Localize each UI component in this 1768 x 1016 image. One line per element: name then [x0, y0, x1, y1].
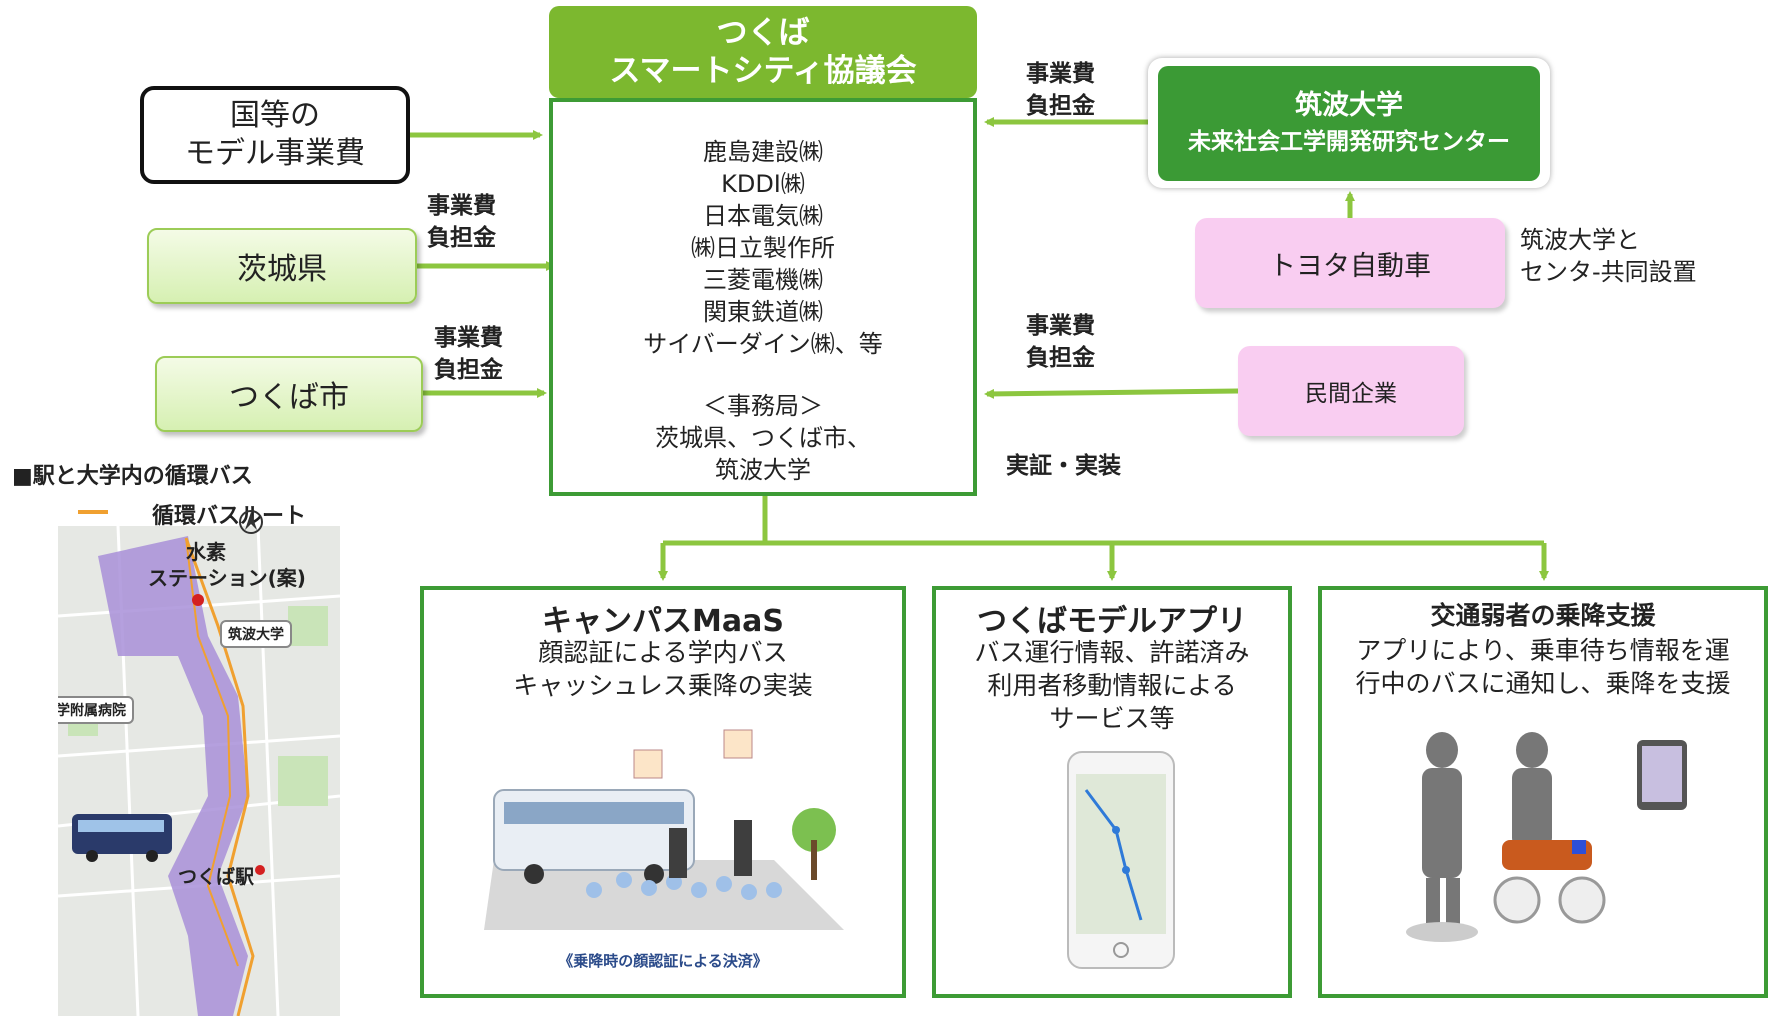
toyota-note: 筑波大学と センタ-共同設置 — [1520, 224, 1760, 288]
council-title-line2: スマートシティ協議会 — [609, 53, 917, 89]
app-line1: バス運行情報、許諾済み — [974, 638, 1250, 667]
map-legend-label: 循環バスルート — [152, 504, 307, 529]
assist-line2: 行中のバスに通知し、乗降を支援 — [1355, 669, 1731, 698]
member-item: サイバーダイン㈱、等 — [643, 330, 883, 358]
assist-line1: アプリにより、乗車待ち情報を運 — [1356, 636, 1730, 665]
funding-label-tsukuba: 事業費 負担金 — [434, 322, 503, 386]
secretariat-line1: 茨城県、つくば市、 — [655, 424, 871, 452]
funding-label-line1: 事業費 — [1026, 313, 1095, 339]
north-icon — [239, 510, 263, 534]
member-item: 三菱電機㈱ — [703, 266, 823, 294]
map-label-station: 水素 — [176, 540, 236, 564]
member-item: 鹿島建設㈱ — [703, 138, 823, 166]
map-label-station-line1: 水素 — [186, 540, 226, 564]
funding-label-ibaraki: 事業費 負担金 — [427, 190, 496, 254]
mobility-device-illustration — [1406, 732, 1687, 942]
private-company-box: 民間企業 — [1238, 346, 1464, 436]
arrow-private — [984, 388, 1239, 399]
branch-line — [762, 496, 1544, 546]
toyota-box: トヨタ自動車 — [1195, 218, 1505, 308]
ibaraki-label: 茨城県 — [237, 252, 327, 287]
tsukuba-city-box: つくば市 — [155, 356, 423, 432]
assist-title: 交通弱者の乗降支援 — [1430, 601, 1656, 630]
member-item: ㈱日立製作所 — [691, 234, 835, 262]
member-item: KDDI㈱ — [721, 170, 805, 198]
maas-line1: 顔認証による学内バス — [538, 638, 788, 667]
maas-line2: キャッシュレス乗降の実装 — [513, 671, 813, 700]
council-title-line1: つくば — [716, 15, 810, 51]
ibaraki-box: 茨城県 — [147, 228, 417, 304]
secretariat-label: ＜事務局＞ — [703, 392, 823, 420]
funding-label-line1: 事業費 — [1026, 61, 1095, 87]
funding-label-line2: 負担金 — [1026, 345, 1095, 371]
funding-label-private: 事業費 負担金 — [1026, 310, 1095, 374]
mobility-assist-box: 交通弱者の乗降支援 アプリにより、乗車待ち情報を運 行中のバスに通知し、乗降を支… — [1318, 586, 1768, 998]
university-line2: 未来社会工学開発研究センター — [1188, 128, 1510, 155]
university-center-box: 筑波大学 未来社会工学開発研究センター — [1158, 66, 1540, 181]
map-label-hospital: 筑波大学附属病院 — [58, 696, 134, 724]
private-company-label: 民間企業 — [1305, 381, 1397, 407]
funding-label-line1: 事業費 — [427, 193, 496, 219]
map-illustration — [58, 510, 340, 1016]
toyota-label: トヨタ自動車 — [1269, 250, 1431, 282]
council-title: つくば スマートシティ協議会 — [549, 6, 977, 98]
app-title: つくばモデルアプリ — [977, 604, 1247, 639]
map-label-university: 筑波大学 — [220, 620, 292, 648]
tsukuba-city-label: つくば市 — [229, 380, 349, 415]
kuni-line2: モデル事業費 — [185, 136, 365, 171]
demo-label: 実証・実装 — [1006, 453, 1121, 479]
app-line3: サービス等 — [1049, 704, 1175, 733]
face-auth-bus-illustration — [484, 729, 844, 930]
member-item: 日本電気㈱ — [703, 202, 823, 230]
secretariat-line2: 筑波大学 — [715, 456, 811, 484]
map-heading: ■駅と大学内の循環バス — [12, 464, 253, 489]
bus-route-map: 水素 ステーション(案) 筑波大学 筑波大学附属病院 つくば駅 — [58, 496, 340, 1016]
funding-label-line2: 負担金 — [1026, 93, 1095, 119]
maas-title: キャンパスMaaS — [542, 604, 784, 639]
map-label-tsukuba-station: つくば駅 — [178, 866, 255, 888]
bus-icon — [72, 814, 172, 862]
funding-label-line1: 事業費 — [434, 325, 503, 351]
tsukuba-model-app-box: つくばモデルアプリ バス運行情報、許諾済み 利用者移動情報による サービス等 — [932, 586, 1292, 998]
legend-swatch — [78, 510, 108, 514]
funding-label-line2: 負担金 — [427, 225, 496, 251]
app-line2: 利用者移動情報による — [987, 671, 1237, 700]
council-member-box: 鹿島建設㈱ KDDI㈱ 日本電気㈱ ㈱日立製作所 三菱電機㈱ 関東鉄道㈱ サイバ… — [549, 98, 977, 496]
national-model-funding-box: 国等の モデル事業費 — [140, 86, 410, 184]
maas-caption: 《乗降時の顔認証による決済》 — [558, 952, 768, 970]
map-label-station-line2: ステーション(案) — [148, 566, 306, 590]
kuni-line1: 国等の — [230, 98, 320, 133]
funding-label-univ: 事業費 負担金 — [1026, 58, 1095, 122]
university-line1: 筑波大学 — [1295, 89, 1403, 121]
funding-label-line2: 負担金 — [434, 357, 503, 383]
toyota-note-line2: センタ-共同設置 — [1520, 258, 1697, 286]
smartphone-app-illustration — [1067, 751, 1175, 969]
campus-maas-box: キャンパスMaaS 顔認証による学内バス キャッシュレス乗降の実装 《乗降時の顔… — [420, 586, 906, 998]
toyota-note-line1: 筑波大学と — [1520, 226, 1640, 254]
member-item: 関東鉄道㈱ — [703, 298, 823, 326]
